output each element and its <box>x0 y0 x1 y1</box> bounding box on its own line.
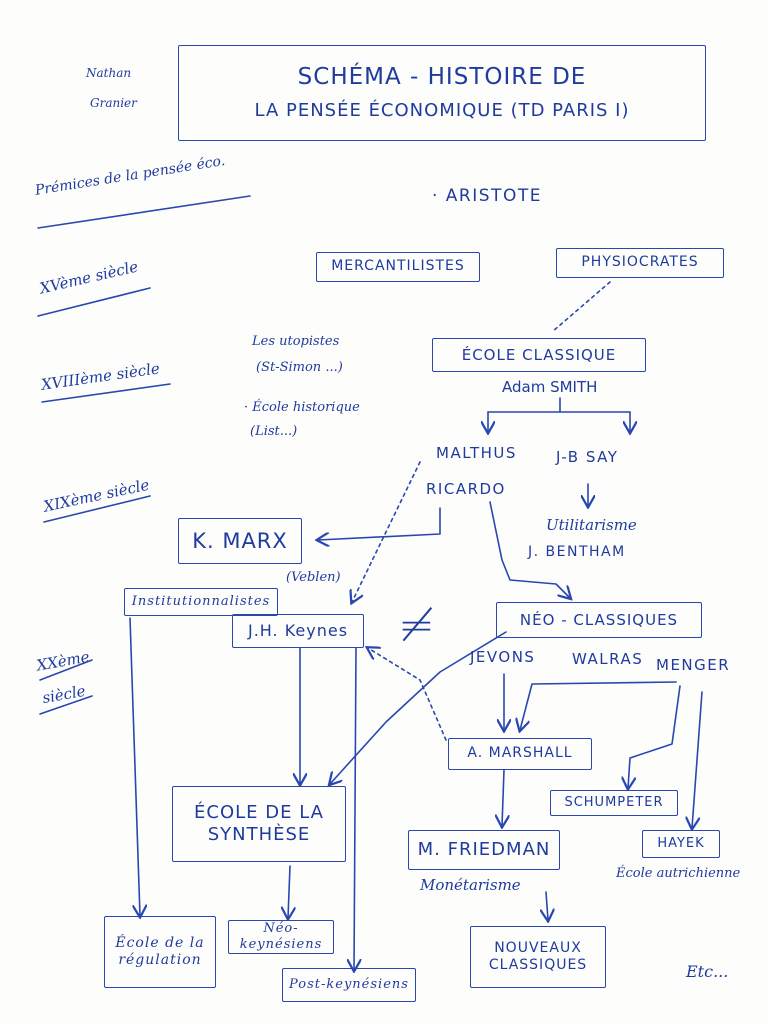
node-ecole-classique: ÉCOLE CLASSIQUE <box>432 338 646 372</box>
text-etc: Etc... <box>686 962 729 981</box>
author-first-name: Nathan <box>86 66 132 80</box>
node-ecole-autrichienne: École autrichienne <box>616 866 741 881</box>
node-utilitarisme: Utilitarisme <box>546 516 637 534</box>
node-menger: MENGER <box>656 656 731 674</box>
node-utopistes: Les utopistes <box>252 334 340 349</box>
title-box: SCHÉMA - HISTOIRE DE LA PENSÉE ÉCONOMIQU… <box>178 45 706 141</box>
title-line-1: SCHÉMA - HISTOIRE DE <box>297 64 587 91</box>
node-ecole-synthese: ÉCOLE DE LA SYNTHÈSE <box>172 786 346 862</box>
node-veblen: (Veblen) <box>286 570 341 585</box>
node-hayek: HAYEK <box>642 830 720 858</box>
node-schumpeter: SCHUMPETER <box>550 790 678 816</box>
node-walras: WALRAS <box>572 650 644 668</box>
node-marshall: A. MARSHALL <box>448 738 592 770</box>
symbol-not-equal: ≠ <box>398 600 435 651</box>
node-ricardo: RICARDO <box>426 480 506 498</box>
node-aristote: · ARISTOTE <box>432 186 542 206</box>
node-post-keynesiens: Post-keynésiens <box>282 968 416 1002</box>
node-neo-keynesiens: Néo-keynésiens <box>228 920 334 954</box>
node-ecole-regulation: École de la régulation <box>104 916 216 988</box>
node-ecole-historique: · École historique <box>244 400 360 415</box>
node-friedman: M. FRIEDMAN <box>408 830 560 870</box>
node-bentham: J. BENTHAM <box>528 544 626 560</box>
node-jevons: JEVONS <box>470 648 536 666</box>
node-marx: K. MARX <box>178 518 302 564</box>
node-institutionnalistes: Institutionnalistes <box>124 588 278 616</box>
node-nouveaux-classiques: NOUVEAUX CLASSIQUES <box>470 926 606 988</box>
node-neo-classiques: NÉO - CLASSIQUES <box>496 602 702 638</box>
node-mercantilistes: MERCANTILISTES <box>316 252 480 282</box>
author-last-name: Granier <box>90 96 137 110</box>
node-utopistes-sub: (St-Simon ...) <box>256 360 343 375</box>
node-ecole-historique-sub: (List...) <box>250 424 298 439</box>
node-keynes: J.H. Keynes <box>232 614 364 648</box>
label-20th-century: XXème siècle <box>35 647 91 708</box>
title-line-2: LA PENSÉE ÉCONOMIQUE (TD PARIS I) <box>254 100 630 122</box>
node-jb-say: J-B SAY <box>556 448 619 466</box>
node-adam-smith: Adam SMITH <box>502 378 598 396</box>
node-physiocrates: PHYSIOCRATES <box>556 248 724 278</box>
node-monetarisme: Monétarisme <box>420 876 521 894</box>
node-malthus: MALTHUS <box>436 444 517 462</box>
